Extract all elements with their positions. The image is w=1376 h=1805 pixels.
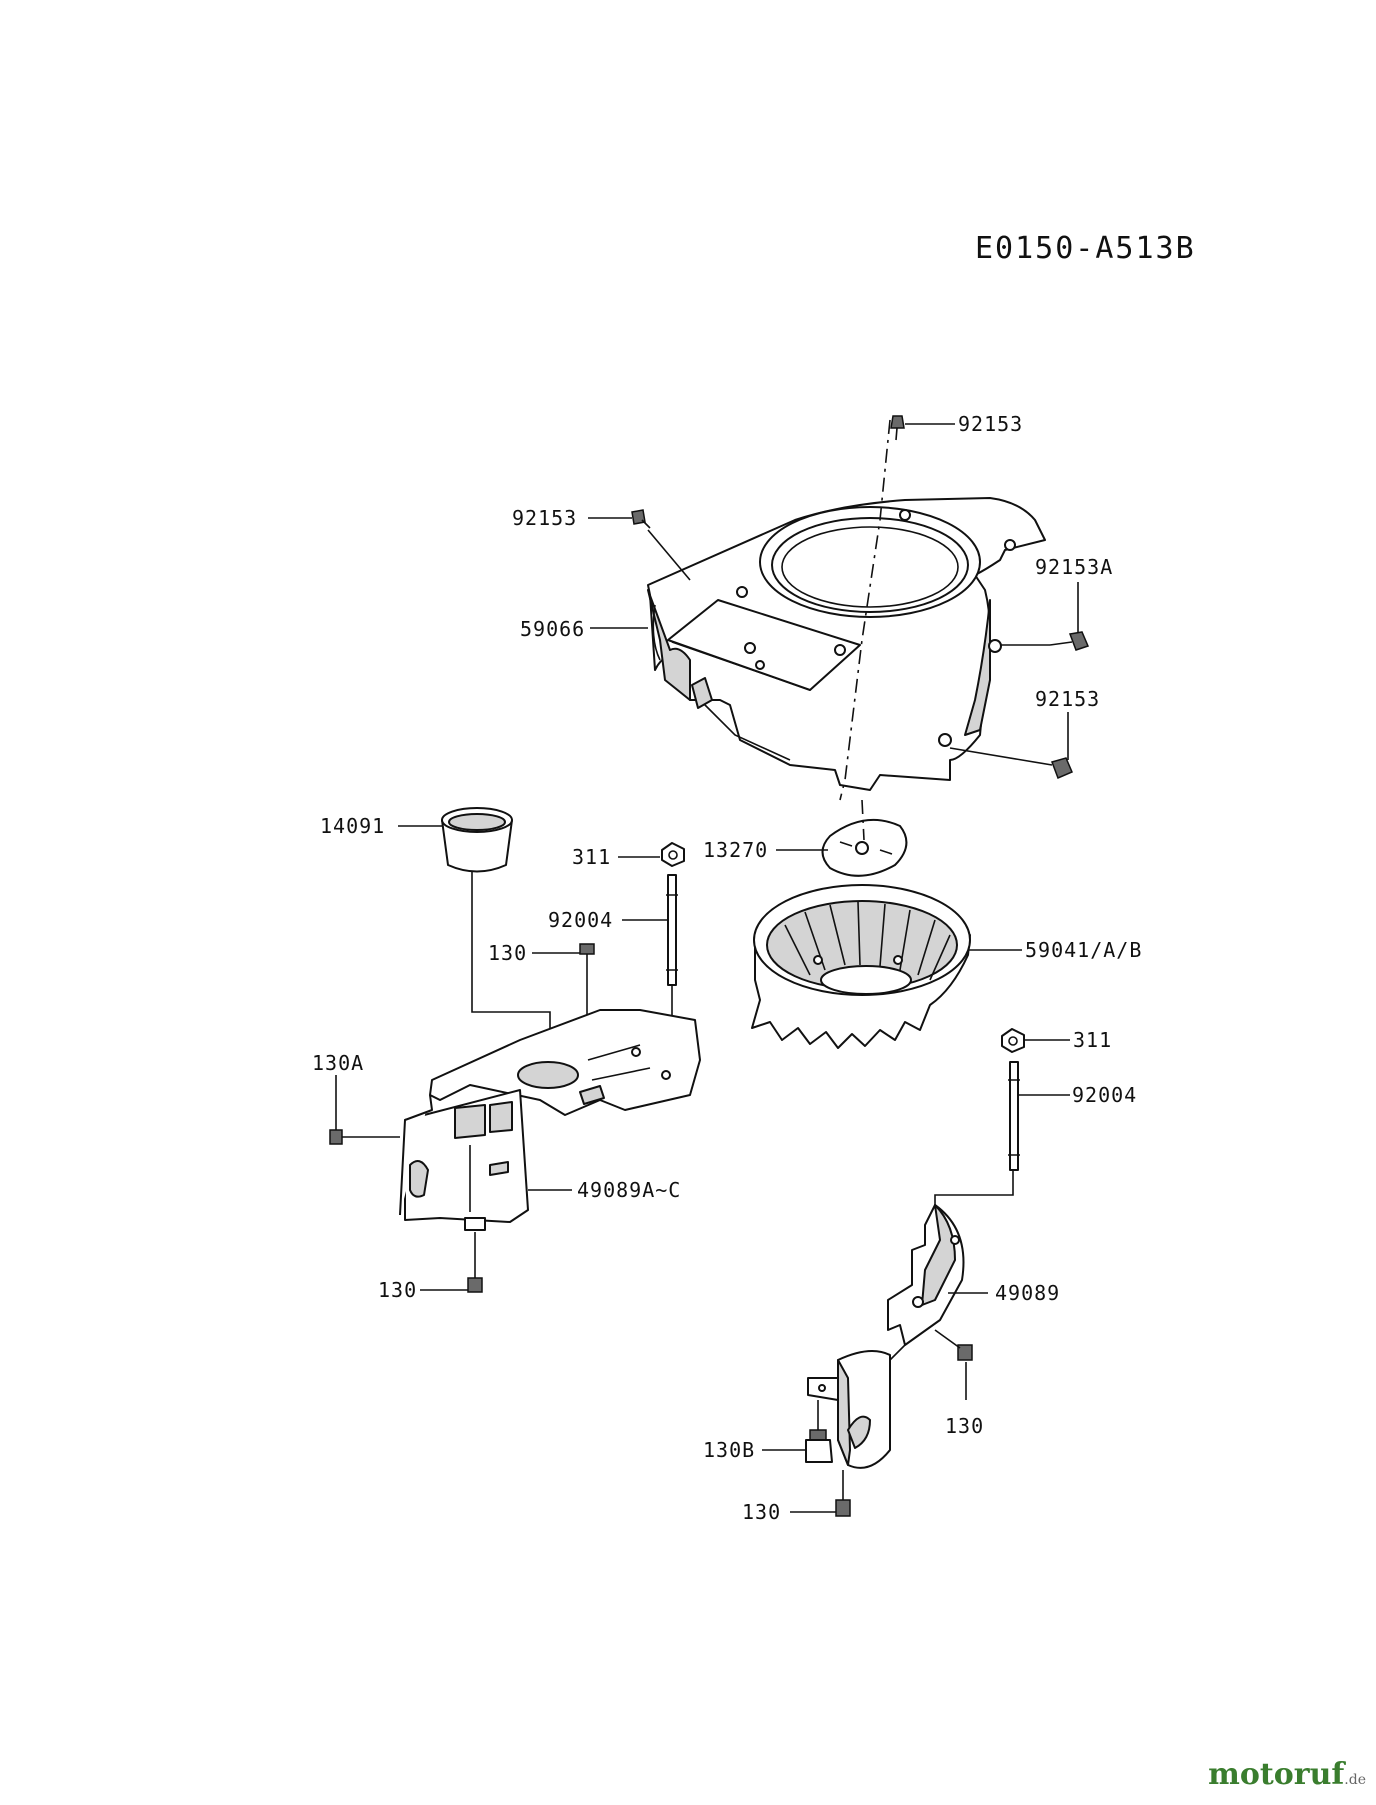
- cup-14091: [441, 807, 513, 873]
- stud-92004-right: [1008, 1061, 1020, 1171]
- stud-92004-left: [666, 874, 678, 986]
- label-59066: 59066: [520, 617, 585, 641]
- screw-92153-right: [1051, 757, 1073, 779]
- shroud-49089A-C: [399, 1009, 701, 1231]
- bolt-130-a: [579, 943, 595, 965]
- diagram-reference-code: E0150-A513B: [975, 231, 1196, 266]
- motoruf-logo: motoruf.de: [1208, 1757, 1366, 1792]
- collar-bolt-130B: [805, 1400, 833, 1463]
- label-130B: 130B: [703, 1438, 755, 1462]
- screw-92153-left: [631, 509, 651, 529]
- label-130A: 130A: [312, 1051, 364, 1075]
- label-92153-left: 92153: [512, 506, 577, 530]
- label-311-right: 311: [1073, 1028, 1112, 1052]
- bolt-130-c: [934, 1329, 973, 1361]
- cooling-fan-59041: [751, 884, 971, 1049]
- screw-92153-top: [890, 415, 905, 441]
- screw-92153A: [1049, 631, 1090, 651]
- label-311-left: 311: [572, 845, 611, 869]
- bolt-130-d: [835, 1470, 851, 1517]
- label-59041: 59041/A/B: [1025, 938, 1142, 962]
- bolt-130A: [329, 1129, 400, 1145]
- logo-suffix: .de: [1344, 1772, 1366, 1788]
- logo-text: motoruf: [1208, 1757, 1345, 1792]
- label-92153-right: 92153: [1035, 687, 1100, 711]
- bolt-130-b: [467, 1232, 483, 1293]
- label-92153A: 92153A: [1035, 555, 1113, 579]
- label-92004-right: 92004: [1072, 1083, 1137, 1107]
- label-130-a: 130: [488, 941, 527, 965]
- shroud-49089: [807, 1204, 965, 1469]
- label-49089: 49089: [995, 1281, 1060, 1305]
- nut-311-left: [661, 842, 685, 867]
- label-130-b: 130: [378, 1278, 417, 1302]
- label-13270: 13270: [703, 838, 768, 862]
- label-14091: 14091: [320, 814, 385, 838]
- blower-housing-59066: [647, 497, 1046, 791]
- label-92153-top: 92153: [958, 412, 1023, 436]
- label-130-d: 130: [742, 1500, 781, 1524]
- label-49089A-C: 49089A~C: [577, 1178, 681, 1202]
- nut-311-right: [1001, 1028, 1025, 1053]
- label-130-c: 130: [945, 1414, 984, 1438]
- plate-13270: [821, 819, 908, 877]
- label-92004-left: 92004: [548, 908, 613, 932]
